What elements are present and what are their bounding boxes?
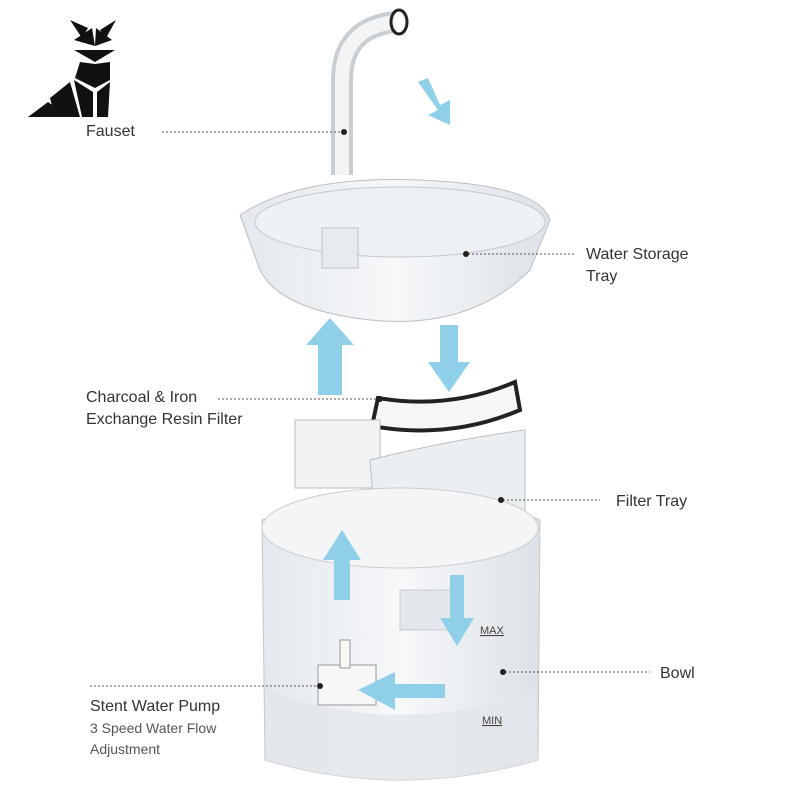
- arrow-up-icon: [323, 530, 361, 600]
- flow-arrows: [306, 78, 474, 710]
- label-line: Tray: [586, 268, 618, 285]
- arrow-up-icon: [306, 318, 354, 395]
- min-mark: MIN: [482, 715, 502, 727]
- faucet-part: [331, 8, 409, 175]
- arrow-down-icon: [418, 78, 450, 125]
- arrow-left-icon: [358, 672, 445, 710]
- label-filter: Charcoal & Iron Exchange Resin Filter: [86, 387, 243, 431]
- water-storage-tray-part: [239, 178, 551, 322]
- label-pump-desc: 3 Speed Water Flow: [90, 720, 217, 736]
- arrow-down-icon: [428, 325, 470, 392]
- arrow-down-icon: [440, 575, 474, 646]
- label-bowl: Bowl: [660, 665, 695, 682]
- label-line: Exchange Resin Filter: [86, 411, 243, 428]
- label-line: Water Storage: [586, 246, 689, 263]
- label-water-storage-tray: Water Storage Tray: [586, 244, 689, 288]
- cat-logo: [28, 20, 116, 117]
- leader-lines: [90, 129, 650, 689]
- label-pump: Stent Water Pump 3 Speed Water Flow Adju…: [90, 696, 220, 760]
- max-mark: MAX: [480, 625, 505, 637]
- filter-part: [369, 379, 523, 433]
- label-pump-desc: Adjustment: [90, 741, 161, 757]
- label-filter-tray: Filter Tray: [616, 493, 688, 510]
- label-pump-title: Stent Water Pump: [90, 698, 221, 715]
- label-line: Charcoal & Iron: [86, 389, 198, 406]
- label-faucet: Fauset: [86, 123, 135, 140]
